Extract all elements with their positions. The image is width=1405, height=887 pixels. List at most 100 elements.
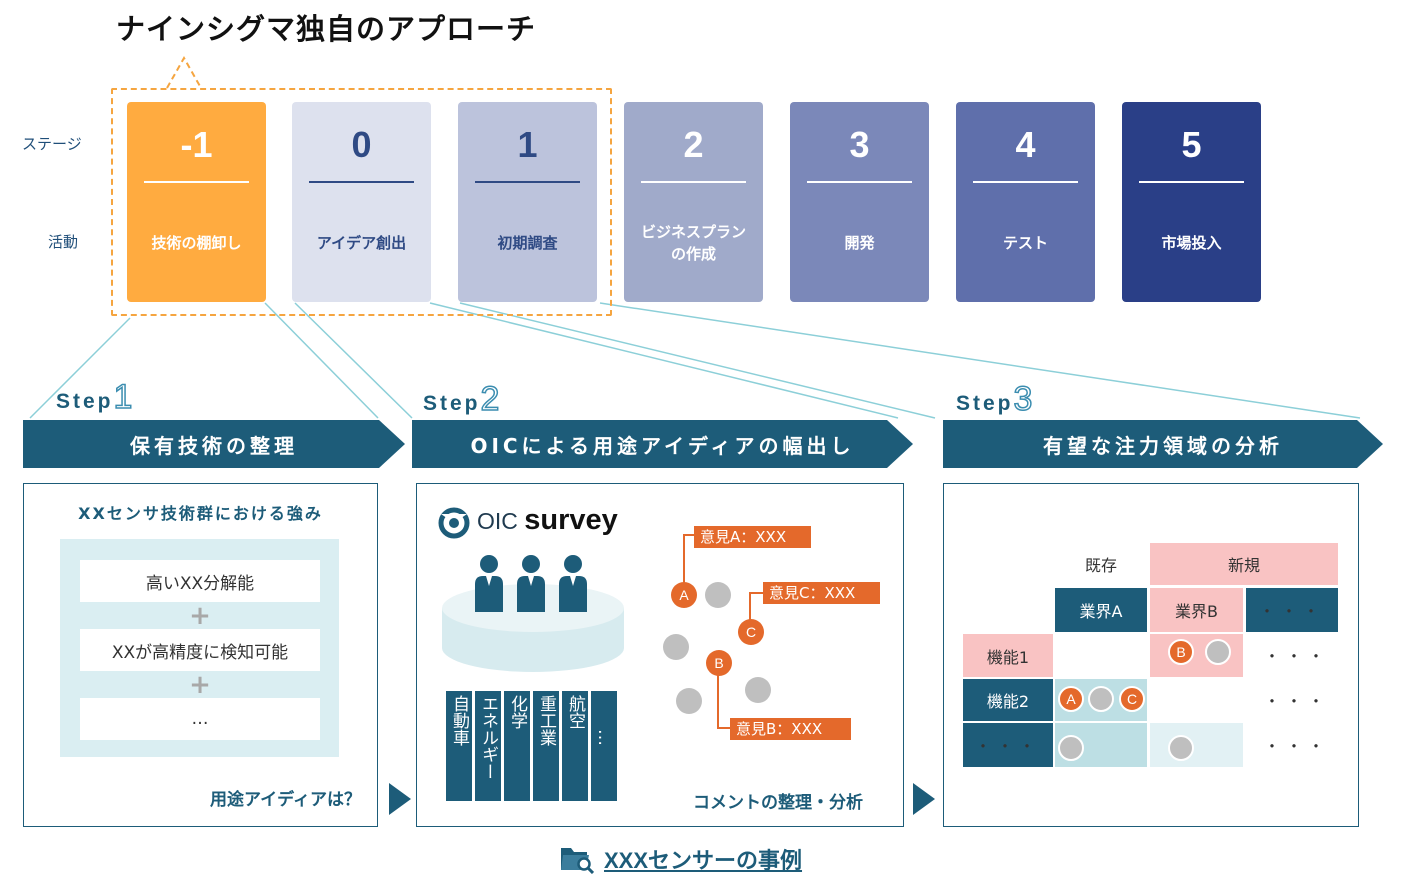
stage-divider <box>309 181 414 183</box>
stage-divider <box>973 181 1078 183</box>
matrix-dot <box>1168 735 1194 761</box>
col-group-existing: 既存 <box>1084 556 1117 575</box>
stage-number: 3 <box>849 124 870 165</box>
connector-step3-right <box>599 302 1361 419</box>
stage-number: 4 <box>1015 124 1036 165</box>
stage-number: 1 <box>517 124 538 165</box>
industry-label: エネルギー <box>478 695 498 780</box>
stage-card-1: 1 初期調査 <box>458 102 597 302</box>
step1-panel: XXセンサ技術群における強み 高いXX分解能 + XXが高精度に検知可能 + …… <box>23 483 378 827</box>
industry-label: … <box>594 729 614 746</box>
opinion-marker-a: A <box>671 582 697 608</box>
stage-card-0: 0 アイデア創出 <box>292 102 431 302</box>
stage-number: 5 <box>1181 124 1202 165</box>
opinion-dot <box>705 582 731 608</box>
folder-search-icon <box>561 848 594 874</box>
stage-activity: 技術の棚卸し <box>151 234 242 252</box>
nine-sigma-approach-highlight <box>111 88 612 316</box>
stage-card-2: 2 ビジネスプラン の作成 <box>624 102 763 302</box>
opinion-marker-b: B <box>706 650 732 676</box>
row-header-function2: 機能2 <box>963 679 1053 721</box>
strength-item: 高いXX分解能 <box>80 560 320 602</box>
page-title: ナインシグマ独自のアプローチ <box>116 12 537 46</box>
application-question: 用途アイディアは？ <box>210 790 361 810</box>
connector-step3-left <box>459 302 936 419</box>
industry-column: … <box>591 691 617 801</box>
step3-label: Step3 <box>956 379 1033 419</box>
stage-row-label: ステージ <box>22 135 82 153</box>
step-word: Step <box>956 392 1014 415</box>
plus-sign: + <box>189 670 211 700</box>
matrix-marker-b: B <box>1168 639 1194 665</box>
strength-item: XXが高精度に検知可能 <box>80 629 320 671</box>
step-word: Step <box>423 392 481 415</box>
col-group-new: 新規 <box>1150 543 1338 585</box>
stage-number: 2 <box>683 124 704 165</box>
expert-panel-icon <box>442 555 624 672</box>
case-study-caption[interactable]: XXXセンサーの事例 <box>604 848 803 873</box>
stage-divider <box>475 181 580 183</box>
stage-activity: ビジネスプラン の作成 <box>640 223 746 263</box>
opinion-a-label: 意見A：XXX <box>694 526 811 548</box>
matrix-dot <box>1205 639 1231 665</box>
col-header-industry-a: 業界A <box>1055 588 1147 632</box>
matrix-dot <box>1058 735 1084 761</box>
stage-divider <box>641 181 746 183</box>
step2-label: Step2 <box>423 379 500 419</box>
industry-label: 航空 <box>565 695 585 729</box>
industry-column: 重工業 <box>533 691 559 801</box>
opinion-dot <box>676 688 702 714</box>
step-word: Step <box>56 390 114 413</box>
stage-divider <box>807 181 912 183</box>
stage-card-3: 3 開発 <box>790 102 929 302</box>
row-header-more: ・・・ <box>963 723 1053 767</box>
stage-divider <box>144 181 249 183</box>
opinion-dot <box>663 634 689 660</box>
matrix-dot <box>1088 686 1114 712</box>
stage-activity: 初期調査 <box>497 234 558 252</box>
stage-card-minus1: -1 技術の棚卸し <box>127 102 266 302</box>
oic-logo-icon <box>438 507 470 539</box>
case-study-link[interactable]: XXXセンサーの事例 <box>560 843 802 875</box>
opinion-dot <box>745 677 771 703</box>
industry-column: 化学 <box>504 691 530 801</box>
callout-pointer <box>166 55 202 89</box>
strength-item: … <box>80 698 320 740</box>
industry-label: 化学 <box>507 695 527 729</box>
matrix-marker-c: C <box>1119 686 1145 712</box>
stage-activity: テスト <box>1002 234 1048 252</box>
connector-step1-left <box>29 317 131 419</box>
industry-column: 自動車 <box>446 691 472 801</box>
logo-word: survey <box>524 504 618 536</box>
activity-row-label: 活動 <box>48 233 79 251</box>
opinion-marker-c: C <box>738 619 764 645</box>
stage-activity: アイデア創出 <box>316 234 407 252</box>
industry-column: 航空 <box>562 691 588 801</box>
strengths-heading: XXセンサ技術群における強み <box>78 504 323 523</box>
col-header-more: ・・・ <box>1246 588 1338 632</box>
comment-analysis-label: コメントの整理・分析 <box>693 793 863 813</box>
step2-banner: OICによる用途アイディアの幅出し <box>412 420 913 468</box>
flow-arrow-2 <box>913 783 935 815</box>
matrix-ellipsis: ・・・ <box>1263 737 1330 756</box>
matrix-marker-a: A <box>1058 686 1084 712</box>
step-number: 3 <box>1013 379 1033 419</box>
step1-label: Step1 <box>56 377 133 417</box>
connector-step2-right <box>429 302 899 419</box>
matrix-ellipsis: ・・・ <box>1263 647 1330 666</box>
connector-step2-left <box>294 302 413 419</box>
logo-prefix: OIC <box>477 508 518 534</box>
industry-label: 自動車 <box>449 695 469 746</box>
row-header-function1: 機能1 <box>963 634 1053 677</box>
industry-column: エネルギー <box>475 691 501 801</box>
col-header-industry-b: 業界B <box>1150 588 1243 632</box>
stage-number: 0 <box>351 124 372 165</box>
connector-step1-right <box>264 302 379 419</box>
stage-number: -1 <box>180 124 213 165</box>
step-number: 1 <box>113 377 133 417</box>
stage-activity: 開発 <box>844 234 875 252</box>
stage-divider <box>1139 181 1244 183</box>
opinion-c-label: 意見C：XXX <box>763 582 880 604</box>
stage-card-4: 4 テスト <box>956 102 1095 302</box>
